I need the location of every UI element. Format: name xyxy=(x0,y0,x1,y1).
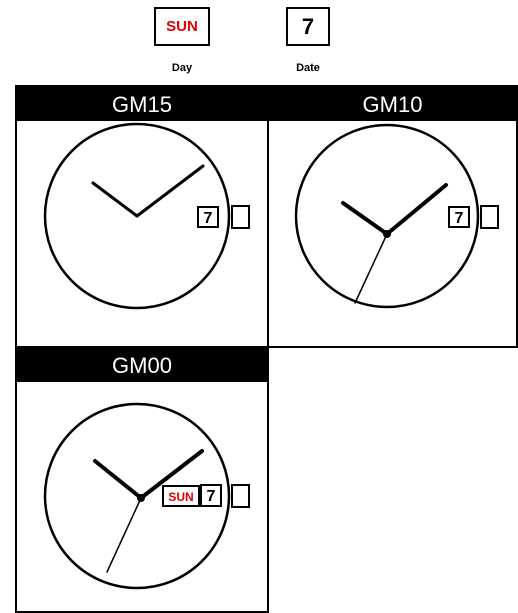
date-window xyxy=(200,484,222,507)
second-hand xyxy=(354,233,388,304)
minute-hand xyxy=(139,449,204,500)
date-window-value: 7 xyxy=(455,210,464,227)
panel-title-gm15: GM15 xyxy=(17,87,267,121)
date-window xyxy=(448,206,470,228)
minute-hand xyxy=(135,164,205,218)
minute-hand xyxy=(385,183,448,236)
crown xyxy=(231,484,250,508)
day-legend-caption: Day xyxy=(171,62,193,74)
watch-dial-gm10: 7 xyxy=(294,123,499,309)
date-window-value: 7 xyxy=(204,210,213,227)
day-window-legend: SUN xyxy=(154,7,210,46)
movement-panel-gm15: GM15 7 xyxy=(15,85,269,348)
watch-dial-gm15: 7 xyxy=(43,122,250,310)
watch-dial-gm00: SUN 7 xyxy=(43,402,250,590)
hour-hand xyxy=(93,459,143,500)
movement-panel-gm00: GM00 SUN 7 xyxy=(15,346,269,613)
date-window xyxy=(197,206,219,228)
day-legend-value: SUN xyxy=(166,18,198,35)
hour-hand xyxy=(341,201,389,236)
panel-title-gm10: GM10 xyxy=(269,87,516,121)
center-pinion xyxy=(137,494,145,502)
crown xyxy=(480,205,499,229)
date-legend-value: 7 xyxy=(301,13,315,39)
movement-panel-gm10: GM10 7 xyxy=(267,85,518,348)
watch-case-circle xyxy=(294,123,480,309)
date-legend-caption: Date xyxy=(296,62,320,74)
day-window xyxy=(162,485,200,507)
date-window-value: 7 xyxy=(207,488,216,505)
hour-hand xyxy=(91,181,139,218)
date-window-legend: 7 xyxy=(286,7,330,46)
center-pinion xyxy=(383,230,391,238)
day-window-value: SUN xyxy=(168,490,193,504)
panel-title-gm00: GM00 xyxy=(17,348,267,382)
second-hand xyxy=(106,497,142,573)
crown xyxy=(231,205,250,229)
